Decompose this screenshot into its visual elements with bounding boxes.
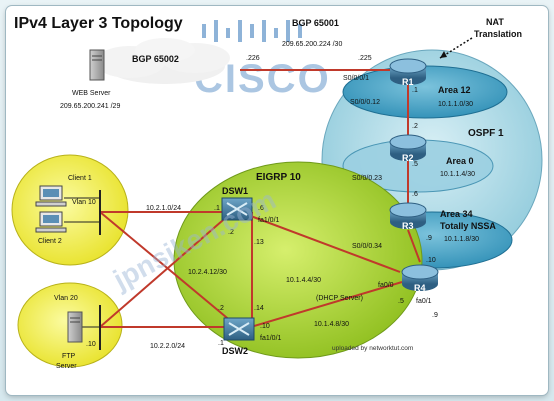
vlan20-subnet-label: 10.2.2.0/24 [150, 343, 185, 350]
r1-ip1-label: .1 [412, 87, 418, 94]
bgp-right-ip: .225 [358, 55, 372, 62]
web-server-icon[interactable] [89, 49, 105, 81]
dsw2-ip2-label: .2 [218, 305, 224, 312]
client2-label: Client 2 [38, 238, 62, 245]
dsw2-r4-subnet: 10.1.4.8/30 [314, 321, 349, 328]
client1-label: Client 1 [68, 175, 92, 182]
dsw1-ip13-label: .13 [254, 239, 264, 246]
r3-ip10-label: .10 [426, 257, 436, 264]
r2-s0023-label: S0/0/0.23 [352, 175, 382, 182]
vlan10-label: Vlan 10 [72, 199, 96, 206]
ftp-label: FTP [62, 353, 76, 360]
router-r1[interactable]: R1 [389, 58, 427, 87]
dsw2-ip14-label: .14 [254, 305, 264, 312]
bgp-left-ip: .226 [246, 55, 260, 62]
nat-label-line2: Translation [474, 29, 522, 39]
switch-dsw2-label: DSW2 [222, 346, 248, 356]
r4-ip5-label: .5 [398, 298, 404, 305]
router-r2[interactable]: R2 [389, 134, 427, 163]
r1-s001-label: S0/0/0/1 [343, 75, 369, 82]
dsw1-ip1-label: .1 [214, 205, 220, 212]
vlan10-region [11, 154, 129, 266]
router-r4-label: R4 [414, 283, 426, 293]
web-server-name: WEB Server [72, 90, 111, 97]
diagram-panel: IPv4 Layer 3 Topology CISCO [6, 6, 548, 395]
eigrp-label: EIGRP 10 [256, 172, 301, 183]
dsw2-fa101-label: fa1/0/1 [260, 335, 282, 342]
ftp-server-icon[interactable] [67, 311, 83, 343]
switch-dsw1[interactable] [221, 197, 253, 221]
dsw1-ip6-label: .6 [258, 205, 264, 212]
dsw2-r4-link [253, 281, 403, 327]
vlan20-dsw1-link [99, 213, 231, 328]
r3-s0034-label: S0/0/0.34 [352, 243, 382, 250]
dsw1-fa101-label: fa1/0/1 [258, 217, 280, 224]
router-r2-label: R2 [402, 153, 414, 163]
area34-subnet: 10.1.1.8/30 [444, 236, 479, 243]
dsw1-r4-subnet: 10.1.4.4/30 [286, 277, 321, 284]
area12-subnet: 10.1.1.0/30 [438, 101, 473, 108]
r1-ip2-label: .2 [412, 123, 418, 130]
bgp-as65002-label: BGP 65002 [132, 54, 179, 64]
dsw1-ip2-label: .2 [228, 229, 234, 236]
router-r3[interactable]: R3 [389, 202, 427, 231]
bgp-as65001-label: BGP 65001 [292, 18, 339, 28]
switch-dsw2[interactable] [223, 317, 255, 341]
r3-r4-link [407, 229, 421, 263]
client2-icon[interactable] [35, 211, 67, 233]
area34-name: Area 34 [440, 209, 473, 219]
router-r4[interactable]: R4 [401, 264, 439, 293]
area12-name: Area 12 [438, 85, 471, 95]
r4-fa01-label: fa0/1 [416, 298, 432, 305]
bgp-cloud [95, 38, 230, 84]
web-server-subnet: 209.65.200.241 /29 [60, 103, 120, 110]
diagram-title: IPv4 Layer 3 Topology [14, 15, 183, 32]
area0-name: Area 0 [446, 156, 474, 166]
dsw1-r4-link [239, 211, 401, 273]
r4-fa00-label: fa0/0 [378, 282, 394, 289]
vlan20-label: Vlan 20 [54, 295, 78, 302]
router-r3-label: R3 [402, 221, 414, 231]
area0-subnet: 10.1.1.4/30 [440, 171, 475, 178]
ftp-ip-label: .10 [86, 341, 96, 348]
vlan10-subnet-label: 10.2.1.0/24 [146, 205, 181, 212]
ftp-server-label: Server [56, 363, 77, 370]
bgp-link-subnet: 209.65.200.224 /30 [282, 41, 342, 48]
switch-dsw1-label: DSW1 [222, 186, 248, 196]
r4-dhcp-label: (DHCP Server) [316, 295, 363, 302]
router-r1-label: R1 [402, 77, 414, 87]
topology-diagram: IPv4 Layer 3 Topology CISCO [11, 15, 543, 370]
r3-ip9-label: .9 [426, 235, 432, 242]
r2-ip5-label: .5 [412, 161, 418, 168]
vlan10-dsw2-link [99, 211, 233, 323]
area34-type: Totally NSSA [440, 221, 496, 231]
eigrp-region [173, 161, 423, 359]
r4-ip9-label: .9 [432, 312, 438, 319]
nat-label-line1: NAT [486, 17, 504, 27]
client1-icon[interactable] [35, 185, 67, 207]
dsw2-ip1-label: .1 [218, 340, 224, 347]
r1-s0012-label: S0/0/0.12 [350, 99, 380, 106]
dsw2-ip10-label: .10 [260, 323, 270, 330]
dsw-interlink-subnet: 10.2.4.12/30 [188, 269, 227, 276]
ospf-label: OSPF 1 [468, 128, 504, 139]
credit-text: uploaded by networktut.com [332, 345, 413, 352]
nat-arrow [439, 37, 473, 59]
r2-ip6-label: .6 [412, 191, 418, 198]
